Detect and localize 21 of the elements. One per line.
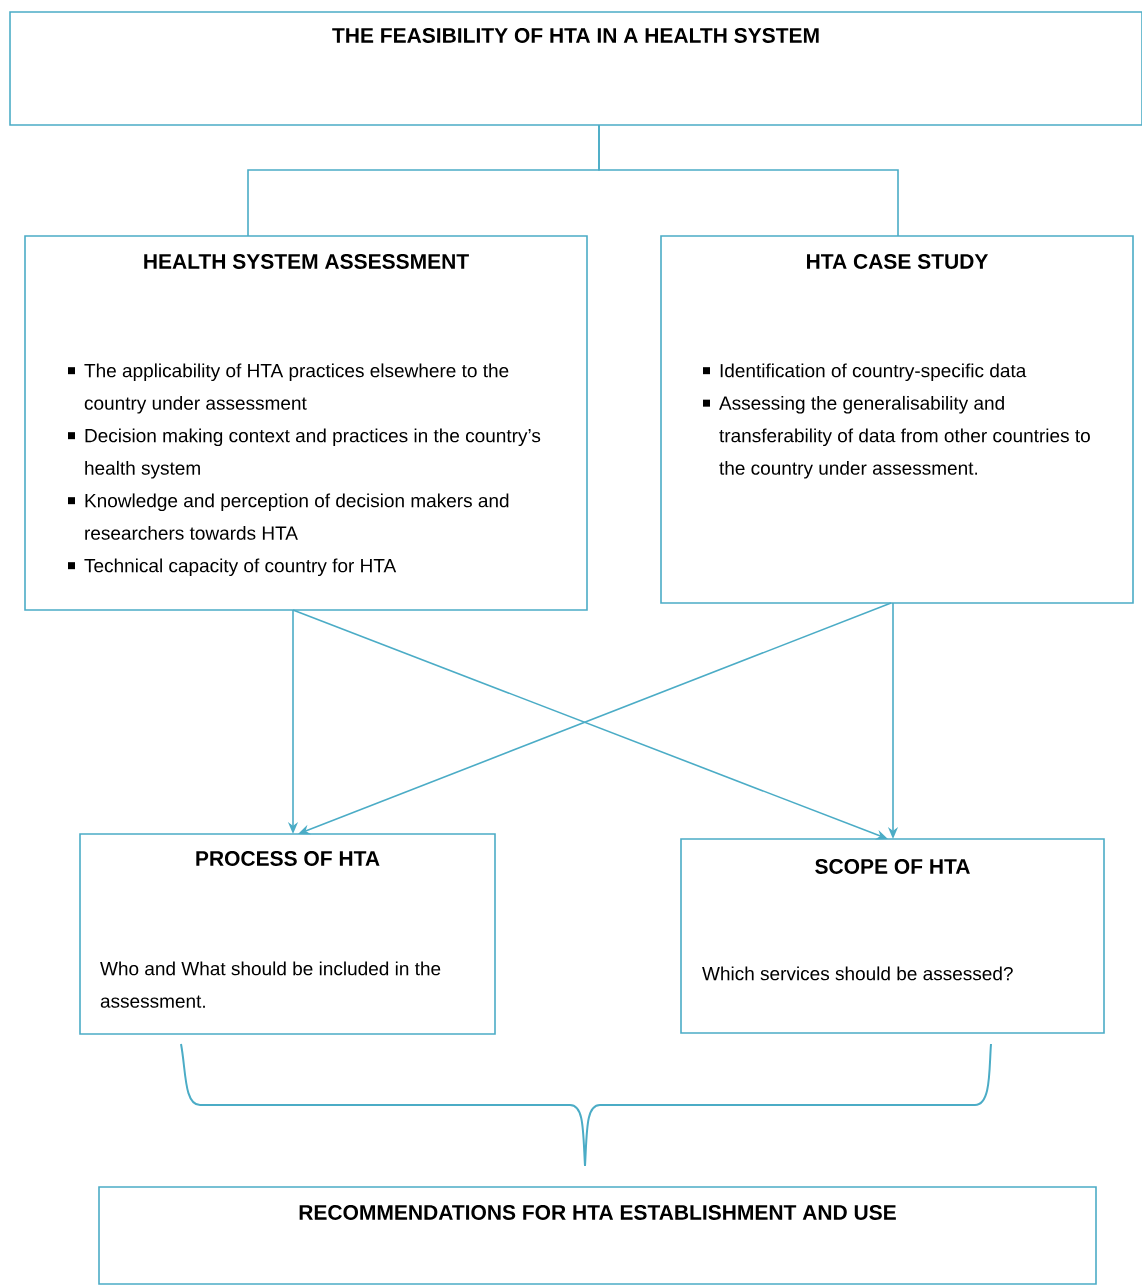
text-box [79, 833, 496, 1035]
text-box [660, 235, 1134, 604]
bullet-text: Decision making context and practices in the country’s health system [85, 428, 541, 479]
body-text: Which services should be assessed? [702, 966, 1013, 981]
text-box [9, 11, 1142, 126]
bullet-text: Identification of country-specific data [720, 363, 1027, 382]
box-heading: SCOPE OF HTA [815, 859, 970, 874]
text-box [24, 235, 588, 611]
bullet-text: Technical capacity of country for HTA [84, 558, 397, 577]
box-heading: HEALTH SYSTEM ASSESSMENT [144, 254, 469, 269]
connector-line [598, 124, 899, 237]
box-heading: RECOMMENDATIONS FOR HTA ESTABLISHMENT AND USE [299, 1205, 896, 1220]
bullet-text: The applicability of HTA practices elsewhere to the country under assessment [84, 363, 509, 414]
box-heading: HTA CASE STUDY [807, 254, 989, 269]
body-text: Who and What should be included in the assessment. [100, 961, 441, 1008]
bullet-text: Knowledge and perception of decision makers and researchers towards HTA [85, 493, 509, 540]
box-heading: PROCESS OF HTA [196, 851, 380, 866]
bullet-text: Assessing the generalisability and transferability of data from other countries to the country under assessment. [719, 395, 1090, 479]
box-heading: THE FEASIBILITY OF HTA IN A HEALTH SYSTEM [332, 28, 819, 43]
text-box [680, 838, 1105, 1034]
text-box [98, 1186, 1097, 1285]
